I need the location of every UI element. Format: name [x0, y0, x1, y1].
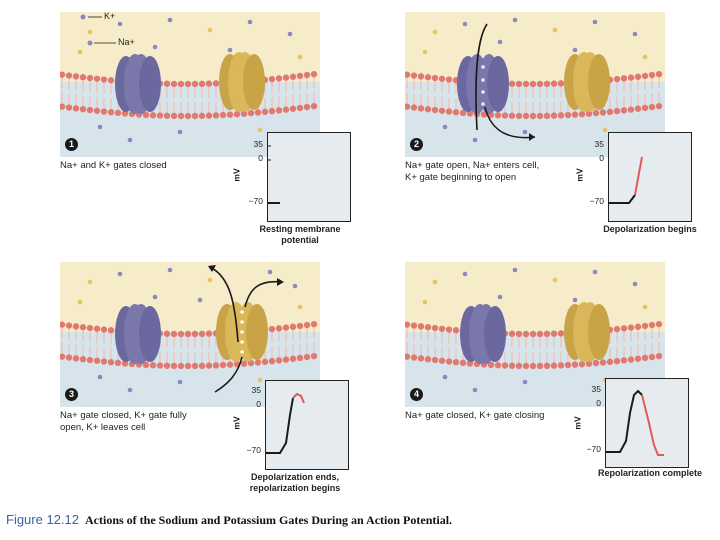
step-number: 3 — [65, 388, 78, 401]
caption-line-1: Depolarization ends, — [235, 472, 355, 483]
tick-0: 0 — [580, 153, 604, 163]
caption-line-2: repolarization begins — [235, 483, 355, 494]
potential-graph-3 — [265, 380, 349, 470]
step-number: 2 — [410, 138, 423, 151]
figure-caption: Figure 12.12 Actions of the Sodium and Po… — [6, 512, 452, 528]
caption-line-2: potential — [240, 235, 360, 246]
caption-line-1: Repolarization complete — [585, 468, 715, 479]
graph-caption: Resting membrane potential — [240, 224, 360, 246]
description-line-2: K+ gate beginning to open — [405, 172, 595, 184]
potential-graph-1 — [267, 132, 351, 222]
tick-0: 0 — [239, 153, 263, 163]
graph-caption: Repolarization complete — [585, 468, 715, 479]
step-number: 1 — [65, 138, 78, 151]
sodium-channel — [115, 54, 161, 114]
sodium-channel — [457, 54, 509, 114]
trace-spike — [606, 391, 642, 452]
sodium-channel — [115, 304, 161, 364]
y-axis-label: mV — [232, 416, 242, 429]
graph-caption: Depolarization ends, repolarization begi… — [235, 472, 355, 494]
potassium-channel — [219, 52, 265, 112]
potential-graph-2 — [608, 132, 692, 222]
y-axis-label: mV — [575, 168, 585, 181]
description-line-1: Na+ gate open, Na+ enters cell, — [405, 160, 595, 172]
graph-caption: Depolarization begins — [585, 224, 715, 235]
tick-35: 35 — [577, 384, 601, 394]
trace-resting — [609, 195, 635, 203]
legend-na: Na+ — [118, 37, 135, 47]
tick-35: 35 — [239, 139, 263, 149]
description-line-1: Na+ gate closed, K+ gate closing — [405, 410, 595, 422]
potential-graph-4 — [605, 378, 689, 468]
panel-description: Na+ gate open, Na+ enters cell, K+ gate … — [405, 160, 595, 184]
tick-minus-70: −70 — [237, 445, 261, 455]
figure-number: Figure 12.12 — [6, 512, 79, 527]
trace-depolarizing — [635, 157, 642, 195]
tick-0: 0 — [577, 398, 601, 408]
potassium-channel — [564, 302, 610, 362]
potassium-channel — [216, 302, 268, 362]
potassium-channel — [564, 52, 610, 112]
tick-0: 0 — [237, 399, 261, 409]
panel-description: Na+ and K+ gates closed — [60, 160, 260, 172]
panel-3: 3 Na+ gate closed, K+ gate fully open, K… — [60, 262, 360, 502]
y-axis-label: mV — [573, 416, 583, 429]
tick-minus-70: −70 — [580, 196, 604, 206]
trace-resting — [266, 398, 293, 453]
panel-description: Na+ gate closed, K+ gate closing — [405, 410, 595, 422]
trace-repolarizing — [293, 394, 304, 403]
panel-description: Na+ gate closed, K+ gate fully open, K+ … — [60, 410, 230, 434]
tick-35: 35 — [237, 385, 261, 395]
panel-4: 4 Na+ gate closed, K+ gate closing 35 0 … — [405, 262, 715, 502]
caption-line-1: Depolarization begins — [585, 224, 715, 235]
caption-line-1: Resting membrane — [240, 224, 360, 235]
panel-2: 2 Na+ gate open, Na+ enters cell, K+ gat… — [405, 12, 715, 252]
step-number: 4 — [410, 388, 423, 401]
trace-repolarization — [642, 395, 664, 455]
tick-minus-70: −70 — [239, 196, 263, 206]
legend-k: K+ — [104, 11, 115, 21]
sodium-channel — [460, 304, 506, 364]
tick-35: 35 — [580, 139, 604, 149]
tick-minus-70: −70 — [577, 444, 601, 454]
description-line-1: Na+ gate closed, K+ gate fully — [60, 410, 230, 422]
description-line-1: Na+ and K+ gates closed — [60, 160, 260, 172]
figure-title: Actions of the Sodium and Potassium Gate… — [85, 513, 452, 527]
y-axis-label: mV — [232, 168, 242, 181]
description-line-2: open, K+ leaves cell — [60, 422, 230, 434]
